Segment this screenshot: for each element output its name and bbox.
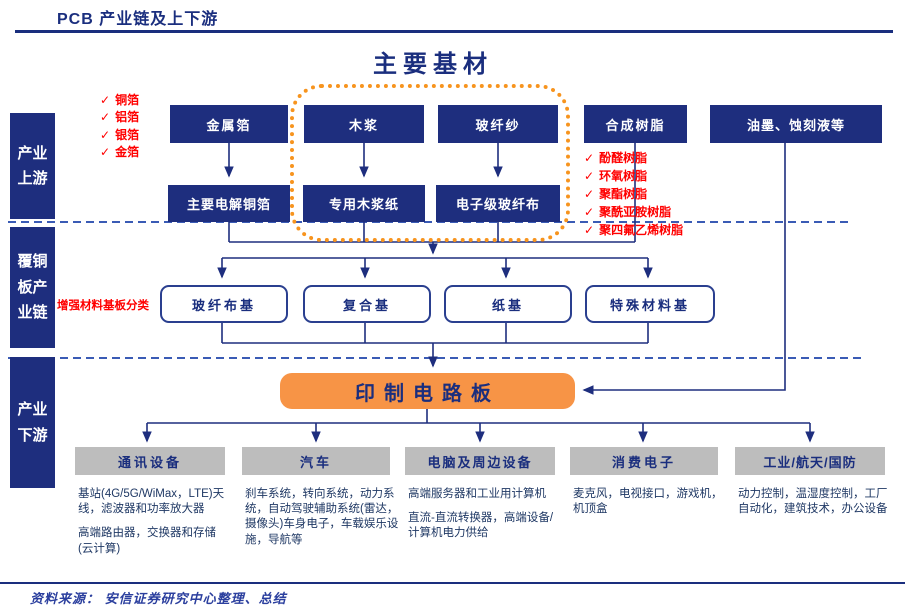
- base-special-material: 特殊材料基: [585, 285, 715, 323]
- section-title: 主要基材: [373, 51, 493, 78]
- base-composite: 复合基: [303, 285, 431, 323]
- note-label: 银箔: [115, 127, 140, 142]
- highlight-frame: [290, 84, 570, 242]
- note-item: ✓ 银箔: [100, 127, 139, 144]
- note-item: ✓ 酚醛树脂: [584, 149, 683, 167]
- note-item: ✓ 聚酯树脂: [584, 185, 683, 203]
- derivative-electronic-glass-cloth: 电子级玻纤布: [436, 185, 560, 222]
- stage-upstream: 产业上游: [10, 113, 55, 219]
- note-label: 聚四氟乙烯树脂: [599, 223, 684, 237]
- material-ink-etchant: 油墨、蚀刻液等: [710, 105, 882, 143]
- details-automotive: 刹车系统，转向系统，动力系统，自动驾驶辅助系统(雷达，摄像头)车身电子，车载娱乐…: [245, 487, 401, 557]
- material-glass-yarn: 玻纤纱: [438, 105, 558, 143]
- note-label: 铜箔: [115, 93, 140, 107]
- material-metal-foil: 金属箔: [170, 105, 288, 143]
- resin-note-list: ✓ 酚醛树脂 ✓ 环氧树脂 ✓ 聚酯树脂 ✓ 聚酰亚胺树脂 ✓ 聚四氟乙烯树脂: [584, 149, 683, 239]
- derivative-electrolytic-copper-foil: 主要电解铜箔: [168, 185, 290, 222]
- pcb-box: 印制电路板: [280, 373, 575, 409]
- flow-lines: [142, 143, 815, 443]
- detail-text: 高端路由器，交换器和存储(云计算): [78, 527, 216, 555]
- note-label: 聚酯树脂: [599, 187, 648, 201]
- check-icon: ✓: [100, 145, 111, 160]
- sector-industrial-aerospace-defense: 工业/航天/国防: [735, 447, 885, 475]
- details-industrial-aerospace-defense: 动力控制，温湿度控制，工厂自动化，建筑技术，办公设备: [738, 487, 894, 526]
- check-icon: ✓: [584, 151, 595, 165]
- sector-computers: 电脑及周边设备: [405, 447, 555, 475]
- footer-divider: [0, 582, 905, 584]
- check-icon: ✓: [584, 205, 595, 219]
- base-category-label: 增强材料基板分类: [57, 300, 149, 312]
- detail-text: 基站(4G/5G/WiMax，LTE)天线，滤波器和功率放大器: [78, 488, 225, 516]
- stage-ccl: 覆铜板产业链: [10, 227, 55, 348]
- note-item: ✓ 聚四氟乙烯树脂: [584, 221, 683, 239]
- sector-consumer-electronics: 消费电子: [570, 447, 718, 475]
- note-label: 铝箔: [115, 110, 140, 125]
- details-communications: 基站(4G/5G/WiMax，LTE)天线，滤波器和功率放大器 高端路由器，交换…: [78, 487, 228, 566]
- check-icon: ✓: [584, 169, 595, 183]
- source-note: 资料来源： 安信证券研究中心整理、总结: [30, 591, 287, 606]
- sector-communications: 通讯设备: [75, 447, 225, 475]
- details-consumer-electronics: 麦克风，电视接口，游戏机，机顶盒: [573, 487, 723, 526]
- note-label: 环氧树脂: [599, 169, 648, 183]
- detail-text: 刹车系统，转向系统，动力系统，自动驾驶辅助系统(雷达，摄像头)车身电子，车载娱乐…: [245, 488, 399, 546]
- detail-text: 麦克风，电视接口，游戏机，机顶盒: [573, 488, 723, 516]
- material-wood-pulp: 木浆: [304, 105, 424, 143]
- check-icon: ✓: [100, 93, 111, 107]
- page-title: PCB 产业链及上下游: [57, 11, 219, 28]
- stage-downstream: 产业下游: [10, 357, 55, 488]
- note-label: 聚酰亚胺树脂: [599, 205, 672, 219]
- note-item: ✓ 环氧树脂: [584, 167, 683, 185]
- base-glass-cloth: 玻纤布基: [160, 285, 288, 323]
- note-item: ✓ 铝箔: [100, 109, 139, 126]
- material-synthetic-resin: 合成树脂: [584, 105, 687, 143]
- sector-automotive: 汽车: [242, 447, 390, 475]
- derivative-wood-pulp-paper: 专用木浆纸: [303, 185, 425, 222]
- check-icon: ✓: [100, 110, 111, 125]
- note-item: ✓ 聚酰亚胺树脂: [584, 203, 683, 221]
- details-computers: 高端服务器和工业用计算机 直流-直流转换器，高端设备/计算机电力供给: [408, 487, 564, 551]
- note-item: ✓ 金箔: [100, 144, 139, 161]
- title-divider: [15, 30, 893, 33]
- foil-note-list: ✓ 铜箔 ✓ 铝箔 ✓ 银箔 ✓ 金箔: [100, 92, 139, 162]
- detail-text: 直流-直流转换器，高端设备/计算机电力供给: [408, 512, 554, 540]
- check-icon: ✓: [584, 223, 595, 237]
- check-icon: ✓: [584, 187, 595, 201]
- base-paper: 纸基: [444, 285, 572, 323]
- detail-text: 动力控制，温湿度控制，工厂自动化，建筑技术，办公设备: [738, 488, 888, 516]
- check-icon: ✓: [100, 127, 111, 142]
- note-item: ✓ 铜箔: [100, 92, 139, 109]
- note-label: 酚醛树脂: [599, 151, 648, 165]
- detail-text: 高端服务器和工业用计算机: [408, 488, 546, 500]
- note-label: 金箔: [115, 145, 140, 160]
